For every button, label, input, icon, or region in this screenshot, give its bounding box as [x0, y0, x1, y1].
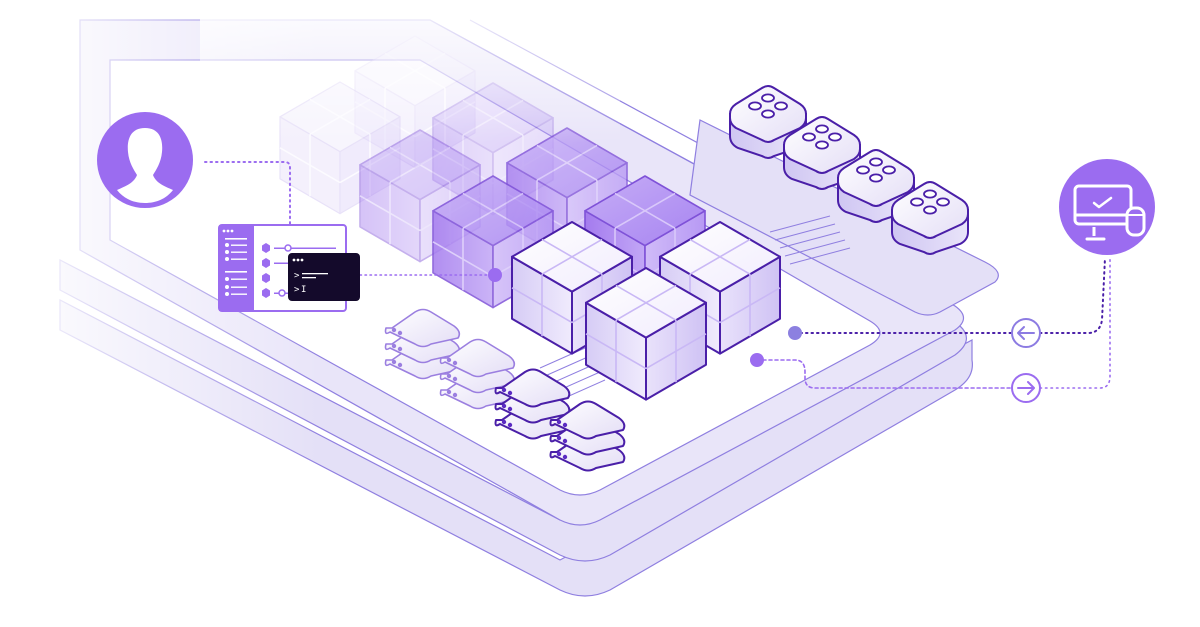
outbound-endpoint-dot	[750, 353, 764, 367]
compute-cube	[585, 267, 707, 401]
dice-node	[891, 181, 969, 255]
fade-overlay-top	[200, 0, 620, 260]
terminal-window-icon[interactable]: > > I	[288, 253, 360, 301]
outbound-line	[756, 359, 1013, 389]
dice-node-tray	[689, 119, 999, 316]
server-stack	[384, 308, 461, 380]
server-stack	[549, 400, 626, 472]
user-avatar-icon[interactable]	[97, 112, 193, 208]
platform-layer-middle	[59, 259, 967, 562]
inbound-endpoint-dot	[788, 326, 802, 340]
terminal-prompt-2: >	[294, 285, 300, 295]
dice-tray-base	[689, 119, 999, 316]
terminal-connection-dot	[488, 268, 502, 282]
outbound-line-device	[1039, 257, 1111, 389]
arrow-left-icon[interactable]	[1011, 318, 1041, 348]
server-stack	[439, 338, 516, 410]
terminal-cursor: I	[301, 285, 306, 295]
inbound-line-device	[1039, 257, 1106, 334]
server-stack	[494, 368, 571, 440]
arrow-right-icon[interactable]	[1011, 373, 1041, 403]
connector-stripes-upper	[769, 215, 851, 265]
dice-node-row	[729, 85, 969, 255]
server-stack-row	[384, 308, 626, 472]
desktop-check-icon[interactable]	[1059, 159, 1155, 255]
connection-lines	[204, 161, 1111, 389]
terminal-prompt-1: >	[294, 271, 300, 281]
user-to-dashboard-line	[204, 161, 291, 226]
